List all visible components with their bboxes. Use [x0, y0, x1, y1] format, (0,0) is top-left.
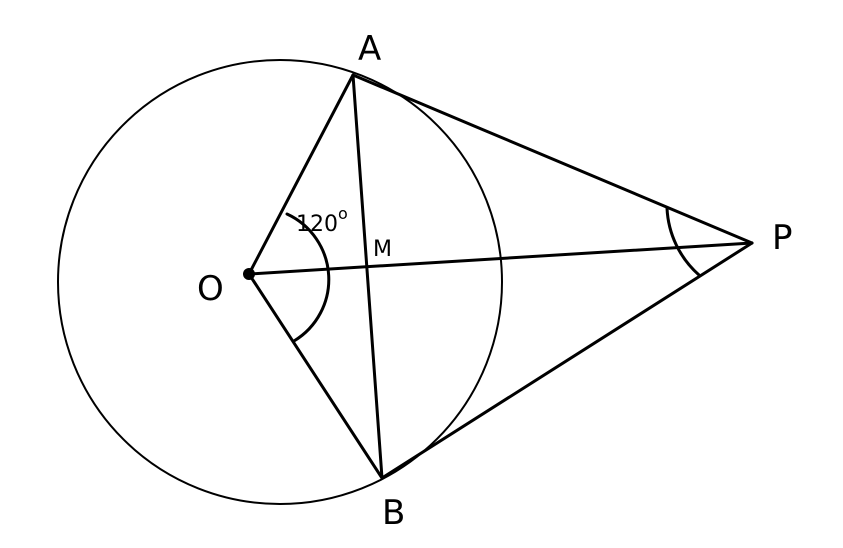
label-A: A [358, 29, 381, 69]
label-B: B [382, 493, 405, 533]
angle-value: 120 [296, 212, 338, 237]
angle-value-label: 120o [296, 204, 348, 237]
radius-OB [247, 272, 384, 480]
circle-outline [57, 59, 503, 505]
angle-unit: o [338, 204, 348, 223]
label-O: O [197, 269, 224, 309]
chord-AB [351, 73, 384, 480]
radius-OA [247, 73, 355, 276]
label-P: P [772, 218, 793, 258]
angle-arc-P [665, 206, 701, 277]
segment-OP [247, 241, 754, 276]
tangent-PA [351, 73, 754, 245]
tangent-PB [380, 241, 754, 480]
center-point [243, 268, 255, 280]
angle-arc-O [285, 212, 331, 343]
label-M: M [373, 237, 392, 262]
